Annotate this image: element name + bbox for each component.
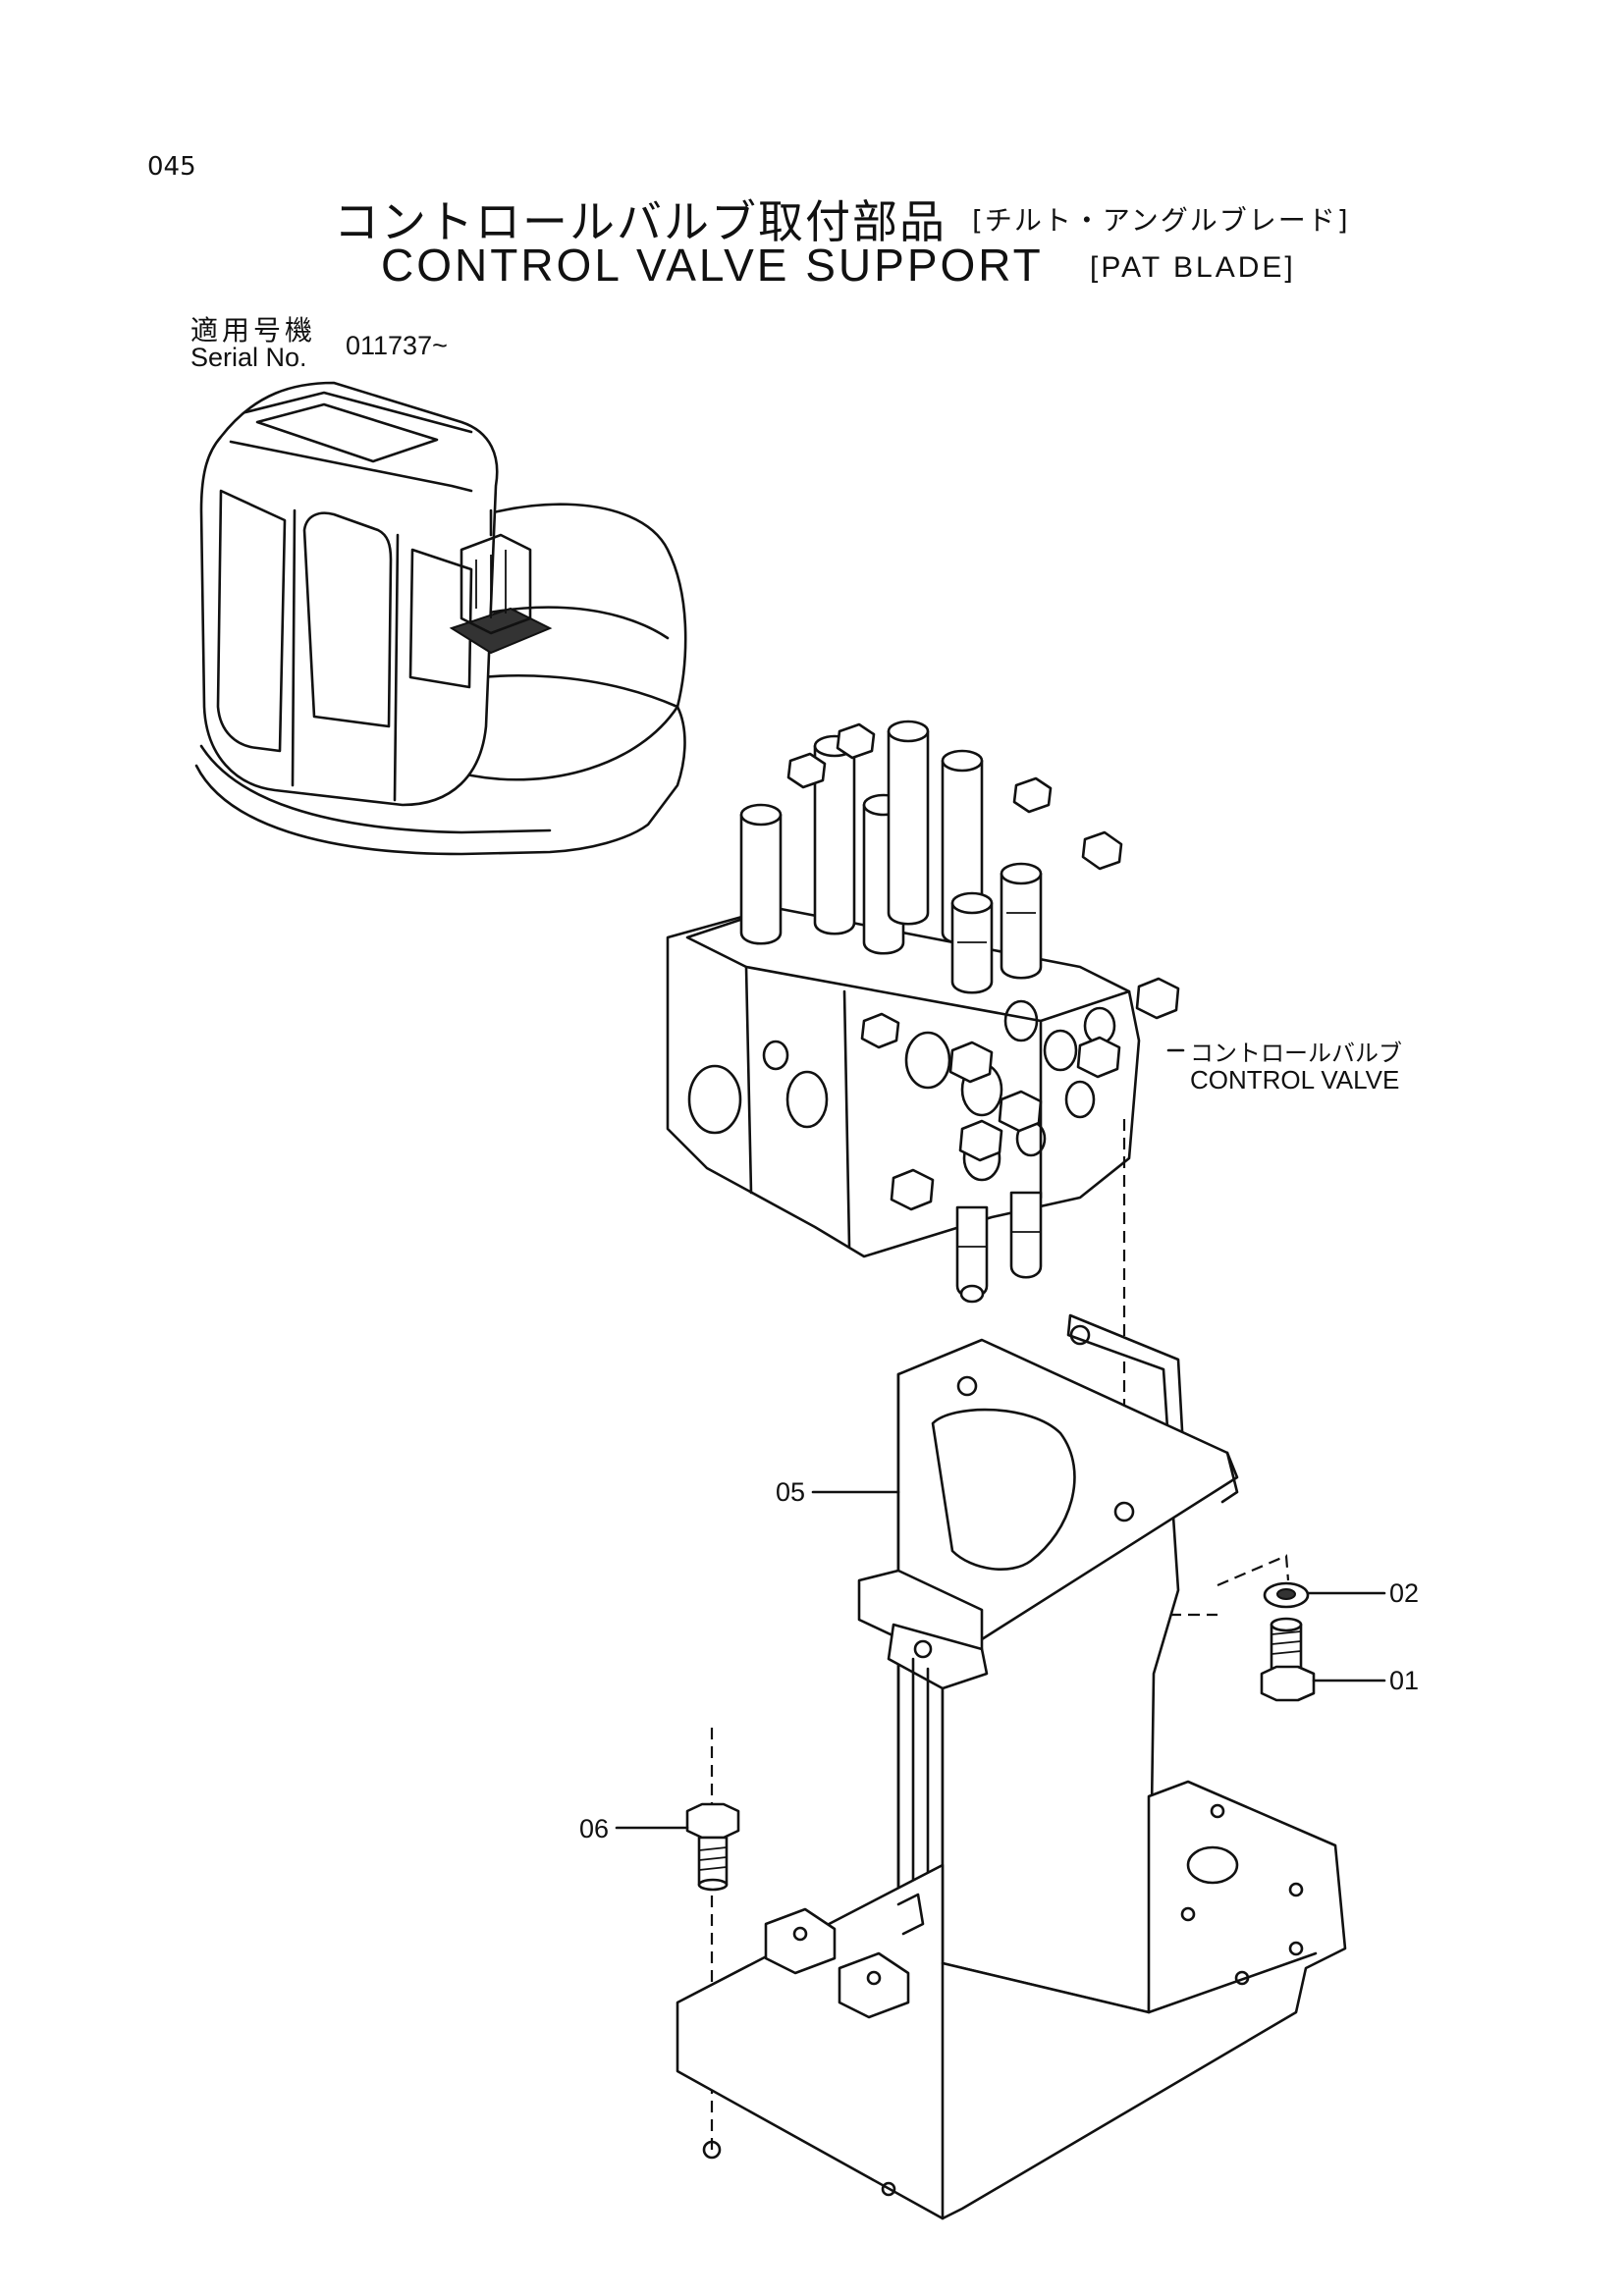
- callout-06: 06: [579, 1814, 610, 1843]
- title-japanese-variant: [チルト・アングルブレード]: [972, 204, 1350, 237]
- serial-label-japanese: 適用号機: [190, 314, 317, 347]
- excavator-cab-illustration: [194, 381, 687, 856]
- bolt-icon: [685, 1802, 740, 1892]
- title-english: CONTROL VALVE SUPPORT: [381, 240, 1044, 291]
- support-bracket-drawing: [676, 1313, 1347, 2220]
- washer-icon: [1263, 1581, 1310, 1609]
- serial-value: 011737~: [346, 331, 448, 360]
- control-valve-drawing: [666, 720, 1180, 1304]
- serial-label-english: Serial No.: [190, 343, 307, 372]
- title-japanese: コントロールバルブ取付部品: [334, 195, 947, 248]
- control-valve-label-english: CONTROL VALVE: [1190, 1065, 1400, 1095]
- callout-02: 02: [1389, 1578, 1420, 1608]
- bolt-icon: [1260, 1617, 1316, 1702]
- control-valve-label-japanese: コントロールバルブ: [1190, 1040, 1402, 1067]
- callout-05: 05: [776, 1477, 806, 1507]
- callout-01: 01: [1389, 1666, 1420, 1695]
- page-number: 045: [147, 152, 196, 182]
- alignment-line-washer: [1217, 1554, 1290, 1587]
- title-english-variant: [PAT BLADE]: [1090, 251, 1296, 284]
